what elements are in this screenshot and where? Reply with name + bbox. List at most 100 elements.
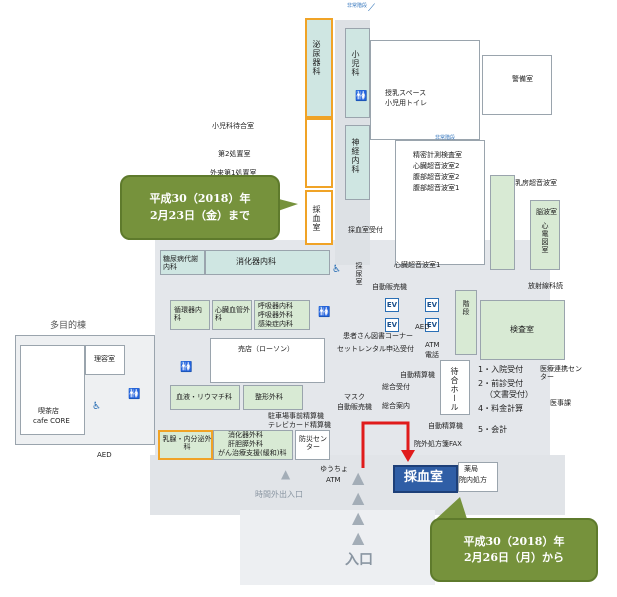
pediatrics-block bbox=[345, 28, 370, 118]
cafe-core-label: cafe CORE bbox=[33, 417, 70, 425]
nursing-space-label: 授乳スペース bbox=[385, 89, 427, 97]
ecg-label: 脳波室 bbox=[536, 208, 557, 216]
cafe-label: 喫茶店 bbox=[38, 407, 59, 415]
arrow-up-icon-4: ▲ bbox=[352, 508, 365, 527]
machine-q-label: 自動精算機 bbox=[400, 371, 435, 379]
tv-card-machine-label: テレビカード精算機 bbox=[268, 421, 331, 429]
exam-block bbox=[480, 300, 565, 360]
reception-5-label: 5・会計 bbox=[478, 425, 508, 434]
exam-label: 検査室 bbox=[510, 325, 534, 334]
outside-fax-label: 院外処方箋FAX bbox=[414, 440, 462, 448]
callout-old-line1: 平成30（2018）年 bbox=[149, 192, 251, 205]
stairs-small-label: 階段 bbox=[462, 300, 470, 316]
aed-left-label: AED bbox=[97, 451, 112, 459]
right-stairs-label: 非常階段 bbox=[435, 135, 456, 141]
parking-machine-label: 駐車場事前精算機 bbox=[268, 412, 324, 420]
diabetes-block bbox=[160, 250, 205, 275]
ev-1[interactable]: EV bbox=[385, 298, 399, 312]
ecg-block bbox=[530, 200, 560, 270]
cardio-echo1-label: 心臓超音波室1 bbox=[394, 261, 441, 269]
ev-3[interactable]: EV bbox=[425, 298, 439, 312]
cardiac-label: 心電図室 bbox=[541, 222, 549, 254]
shop-label: 売店（ローソン） bbox=[238, 345, 294, 353]
breast-block bbox=[158, 430, 213, 460]
barber-block bbox=[85, 345, 125, 375]
abdominal-echo1-label: 腹部超音波室1 bbox=[413, 184, 460, 192]
radiation-label: 放射線科読 bbox=[528, 282, 563, 290]
entrance-label: 入口 bbox=[345, 552, 373, 568]
old-blood-room-label: 採血室 bbox=[312, 205, 321, 232]
security-label: 警備室 bbox=[512, 75, 533, 83]
respiratory-block bbox=[254, 300, 310, 330]
gastro-surg-label: 消化器外科 bbox=[228, 431, 263, 439]
atm2-label: ATM bbox=[326, 476, 341, 484]
orthopedics-label: 整形外科 bbox=[255, 393, 283, 401]
disaster-center-label: 防災センター bbox=[299, 435, 327, 451]
atm-label: ATM bbox=[425, 341, 440, 349]
accessible-icon-cafe: ♿ bbox=[92, 401, 101, 412]
ultrasound-lab-label: 精密計測検査室 bbox=[413, 151, 462, 159]
upper-right-block bbox=[370, 40, 480, 140]
gastro-block bbox=[205, 250, 330, 275]
blood-reception-label: 採血室受付 bbox=[348, 226, 383, 234]
respiratory-med-label: 呼吸器内科 bbox=[258, 302, 293, 310]
infection-label: 感染症内科 bbox=[258, 320, 293, 328]
cancer-support-label: がん治療支援(緩和)科 bbox=[218, 449, 287, 457]
callout-new-line2: 2月26日（月）から bbox=[464, 551, 564, 564]
respiratory-surg-label: 呼吸器外科 bbox=[258, 311, 293, 319]
surgery-block bbox=[213, 430, 293, 460]
callout-old: 平成30（2018）年 2月23日（金）まで bbox=[120, 175, 280, 240]
office-label: 医事課 bbox=[550, 399, 571, 407]
pediatric-waiting-label: 小児科待合室 bbox=[212, 122, 254, 130]
toilet-pink-icon: 🚻 bbox=[355, 91, 368, 102]
ultrasound-block bbox=[395, 140, 485, 265]
aed-mid-label: AED bbox=[415, 323, 430, 331]
toilet-icon-cafe: 🚻 bbox=[128, 389, 141, 400]
general-q2-label: 総合案内 bbox=[382, 402, 410, 410]
ev-4[interactable]: EV bbox=[425, 318, 439, 332]
urology-rooms bbox=[305, 118, 333, 188]
urine-room-label: 採尿室 bbox=[355, 262, 363, 286]
pharmacy-sub-label: 院内処方 bbox=[459, 476, 487, 484]
barber-label: 理容室 bbox=[94, 355, 115, 363]
old-blood-room bbox=[305, 190, 333, 245]
treatment2-label: 第2処置室 bbox=[218, 150, 251, 158]
vending2-label: 自動販売機 bbox=[337, 403, 372, 411]
general-q-label: 総合受付 bbox=[382, 383, 410, 391]
shop-block bbox=[210, 338, 325, 383]
rheumatology-block bbox=[170, 385, 240, 410]
mask-label: マスク bbox=[344, 393, 365, 401]
callout-new-line1: 平成30（2018）年 bbox=[463, 534, 565, 548]
urology-block bbox=[305, 18, 333, 118]
arrow-up-icon-2: ▲ bbox=[352, 468, 365, 487]
toilet-icon-left: 🚻 bbox=[180, 362, 193, 373]
pediatric-toilet-label: 小児用トイレ bbox=[385, 99, 427, 107]
waiting-hall-label: 待合ホール bbox=[450, 367, 459, 412]
cardio-surgery-block bbox=[212, 300, 252, 330]
medical-center-label: 医療連携センター bbox=[540, 365, 582, 381]
orthopedics-block bbox=[243, 385, 303, 410]
phone-label: 電話 bbox=[425, 351, 439, 359]
cardio-block bbox=[170, 300, 210, 330]
new-blood-room[interactable] bbox=[393, 465, 458, 493]
multipurpose-label: 多目的棟 bbox=[50, 321, 87, 331]
cafe-block bbox=[20, 345, 85, 435]
cardio-circ-label: 循環器内科 bbox=[174, 306, 202, 322]
mammo-echo-label: 乳房超音波室 bbox=[515, 179, 557, 187]
reception-2b-label: （文書受付） bbox=[485, 390, 533, 399]
after-hours-entrance-label: 時間外出入口 bbox=[255, 490, 303, 499]
accessible-toilet-icon: ♿ bbox=[332, 264, 341, 275]
yucho-label: ゆうちょ bbox=[320, 465, 348, 473]
reception-1-label: 1・入院受付 bbox=[478, 365, 524, 374]
outpatient-treatment1-label: 外来第1処置室 bbox=[210, 169, 257, 177]
waiting-hall-block bbox=[440, 360, 470, 415]
ev-2[interactable]: EV bbox=[385, 318, 399, 332]
machine-q2-label: 自動精算機 bbox=[428, 422, 463, 430]
pediatrics-label: 小児科 bbox=[351, 50, 360, 77]
cardio-echo2-label: 心臓超音波室2 bbox=[413, 162, 460, 170]
stairs-icon-top: ⟋ bbox=[368, 3, 375, 14]
rheumatology-label: 血液・リウマチ科 bbox=[176, 393, 232, 401]
security-block bbox=[482, 55, 552, 115]
reception-2-label: 2・前診受付 bbox=[478, 379, 524, 388]
